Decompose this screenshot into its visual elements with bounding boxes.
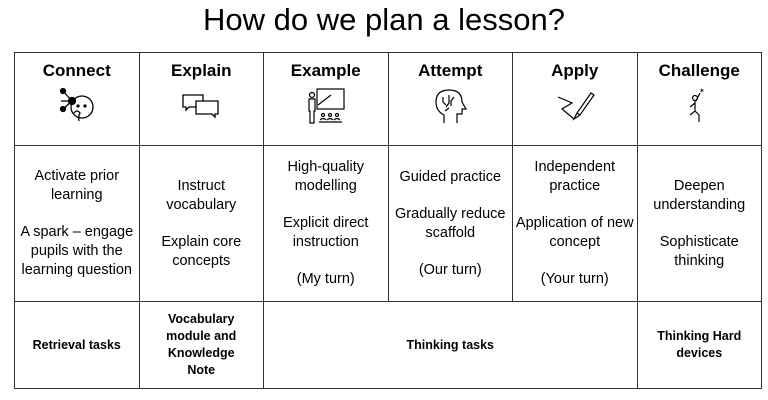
teacher-board-icon xyxy=(308,88,345,124)
description-row: Activate prior learning A spark – engage… xyxy=(14,145,762,302)
desc-line: High-quality modelling xyxy=(287,159,365,194)
desc-line: Guided practice xyxy=(399,168,502,185)
desc-line: Gradually reduce scaffold xyxy=(395,205,506,241)
heading-explain: Explain xyxy=(171,61,232,80)
svg-text:✶: ✶ xyxy=(699,87,705,95)
desc-line: (My turn) xyxy=(296,271,355,287)
col-challenge: Challenge ✶ xyxy=(636,52,762,146)
heading-attempt: Attempt xyxy=(418,61,483,80)
heading-challenge: Challenge xyxy=(658,61,740,80)
heading-row: Connect Explain Example Attem xyxy=(14,52,762,146)
heading-example: Example xyxy=(290,61,361,80)
desc-line: Application of new concept xyxy=(515,215,634,250)
desc-example: High-quality modelling Explicit direct i… xyxy=(263,145,389,302)
desc-challenge: Deepen understanding Sophisticate thinki… xyxy=(636,145,762,302)
desc-explain: Instruct vocabulary Explain core concept… xyxy=(138,145,264,302)
desc-line: Independent practice xyxy=(534,159,616,194)
page-title: How do we plan a lesson? xyxy=(203,2,565,37)
pen-writing-icon xyxy=(557,92,595,121)
col-explain: Explain xyxy=(138,52,264,146)
col-attempt: Attempt xyxy=(387,52,513,146)
desc-line: Explain core concepts xyxy=(161,233,242,269)
brain-head-icon xyxy=(435,89,468,123)
heading-connect: Connect xyxy=(42,61,111,80)
col-connect: Connect xyxy=(14,52,140,146)
desc-attempt: Guided practice Gradually reduce scaffol… xyxy=(387,145,513,302)
speech-bubbles-icon xyxy=(182,94,219,119)
lesson-plan-table: Connect Explain Example Attem xyxy=(14,52,762,389)
desc-line: Explicit direct instruction xyxy=(283,215,369,250)
col-apply: Apply xyxy=(512,52,638,146)
tasks-row: Retrieval tasks Vocabulary module and Kn… xyxy=(14,301,762,389)
heading-apply: Apply xyxy=(551,61,599,80)
task-vocabulary: Vocabulary module and Knowledge Note xyxy=(138,301,264,389)
thinking-face-network-icon xyxy=(59,87,94,122)
task-thinking: Thinking tasks xyxy=(263,301,638,389)
desc-line: Sophisticate thinking xyxy=(659,233,739,269)
desc-line: Instruct vocabulary xyxy=(166,177,237,213)
desc-connect: Activate prior learning A spark – engage… xyxy=(14,145,140,302)
reaching-star-icon: ✶ xyxy=(689,87,705,122)
desc-apply: Independent practice Application of new … xyxy=(512,145,638,302)
desc-line: Activate prior learning xyxy=(34,168,120,203)
task-retrieval: Retrieval tasks xyxy=(14,301,140,389)
desc-line: (Your turn) xyxy=(540,271,609,287)
desc-line: (Our turn) xyxy=(418,261,482,278)
col-example: Example xyxy=(263,52,389,146)
desc-line: A spark – engage pupils with the learnin… xyxy=(20,224,134,278)
desc-line: Deepen understanding xyxy=(653,177,746,213)
task-thinking-hard: Thinking Hard devices xyxy=(636,301,762,389)
